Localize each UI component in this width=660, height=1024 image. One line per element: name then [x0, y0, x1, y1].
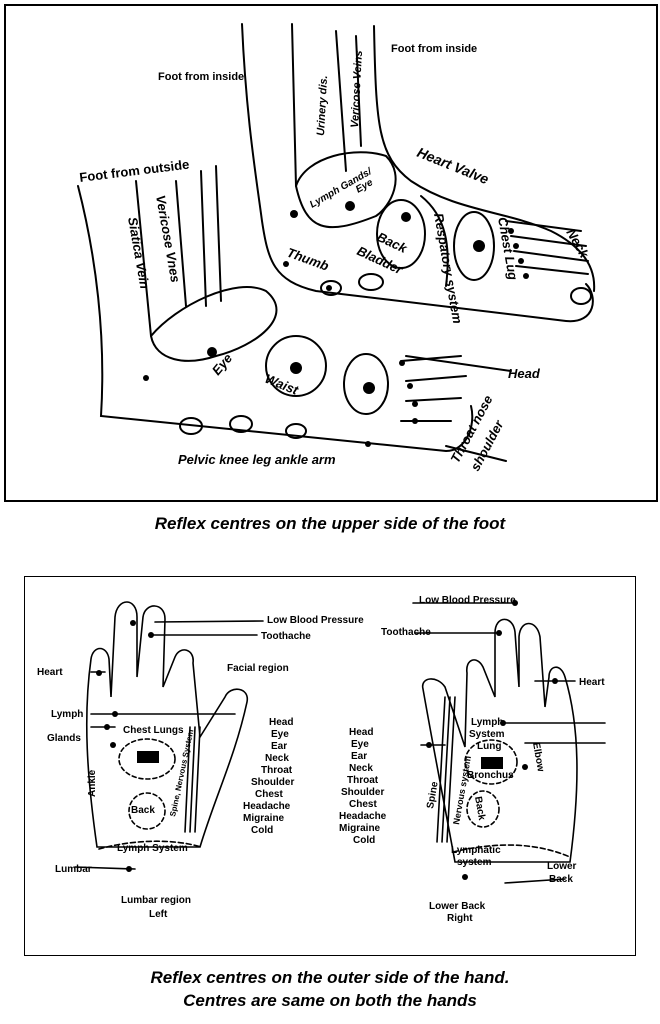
waist-zone — [265, 335, 327, 397]
label-lung: Lung — [477, 741, 501, 752]
centre-left-5: Shoulder — [251, 777, 294, 788]
lower-toes — [400, 355, 467, 422]
label-right-lymph: Lymph — [471, 717, 503, 728]
label-left-toothache: Toothache — [261, 631, 311, 642]
hand-caption-line1: Reflex centres on the outer side of the … — [150, 968, 510, 987]
label-elbow: Elbow — [530, 742, 546, 773]
label-pelvic: Pelvic knee leg ankle arm — [178, 452, 336, 467]
hand-diagram-panel: Low Blood Pressure Toothache Facial regi… — [24, 576, 636, 956]
label-left-lymph: Lymph — [51, 709, 83, 720]
centre-right-9: Cold — [353, 835, 375, 846]
centre-left-9: Cold — [251, 825, 273, 836]
centre-right-2: Ear — [351, 751, 367, 762]
label-foot-from-inside-1: Foot from inside — [391, 43, 477, 55]
label-right-toothache: Toothache — [381, 627, 431, 638]
heel-shape-upper — [295, 151, 397, 229]
hand-reflex-points — [96, 600, 558, 880]
label-left-side: Left — [149, 909, 168, 920]
label-chest-lungs: Chest Lungs — [123, 725, 184, 736]
label-heart-valve: Heart Valve — [415, 144, 491, 187]
left-spine-lines — [184, 726, 201, 833]
label-lymphatic-1: Lymphatic — [451, 845, 501, 856]
heel-shape-lower — [150, 286, 278, 362]
label-lymphatic-2: system — [457, 857, 492, 868]
label-vericose-veins-upper: Vericose Veins — [349, 50, 365, 128]
centre-left-0: Head — [269, 717, 293, 728]
label-right-heart: Heart — [579, 677, 605, 688]
label-siatica-vein: Siatica Vein — [125, 216, 152, 290]
label-head: Head — [508, 366, 541, 381]
label-bronchus: Bronchus — [467, 770, 514, 781]
lower-foot-outline — [77, 185, 474, 453]
lower-foot-lines — [135, 165, 222, 337]
label-lower-1: Lower — [547, 861, 577, 872]
label-glands: Glands — [47, 733, 81, 744]
label-lymph-system: Lymph System — [117, 843, 188, 854]
centre-right-8: Migraine — [339, 823, 381, 834]
chest-zone — [453, 211, 495, 281]
label-foot-from-inside-2: Foot from inside — [158, 71, 244, 83]
centre-left-2: Ear — [271, 741, 287, 752]
label-foot-from-outside: Foot from outside — [79, 157, 191, 185]
label-lower-back-right: Lower Back — [429, 901, 486, 912]
centre-left-4: Throat — [261, 765, 293, 776]
label-respiratory-system: Respatory system — [431, 212, 465, 325]
upper-toes — [505, 220, 589, 275]
centre-right-1: Eye — [351, 739, 369, 750]
left-hand-outline — [85, 601, 248, 848]
label-thumb: Thumb — [285, 245, 331, 274]
label-right-system: System — [469, 729, 505, 740]
centre-right-0: Head — [349, 727, 373, 738]
centre-right-3: Neck — [349, 763, 373, 774]
label-right-low-blood-pressure: Low Blood Pressure — [419, 595, 516, 606]
centre-right-6: Chest — [349, 799, 377, 810]
foot-caption: Reflex centres on the upper side of the … — [154, 514, 506, 533]
label-left-back: Back — [131, 805, 155, 816]
lower-ball-zone — [343, 353, 389, 415]
centre-left-3: Neck — [265, 753, 289, 764]
foot-reflex-points — [143, 201, 529, 447]
hand-diagram: Low Blood Pressure Toothache Facial regi… — [37, 595, 606, 924]
label-left-heart: Heart — [37, 667, 63, 678]
centre-right-4: Throat — [347, 775, 379, 786]
upper-foot-outline — [241, 23, 594, 323]
back-zone — [376, 199, 426, 269]
centre-right-5: Shoulder — [341, 787, 384, 798]
centre-left-8: Migraine — [243, 813, 285, 824]
upper-foot-lines — [291, 23, 596, 292]
label-left-low-blood-pressure: Low Blood Pressure — [267, 615, 364, 626]
label-lumbar: Lumbar — [55, 864, 92, 875]
foot-diagram: Foot from inside Foot from inside Foot f… — [77, 23, 596, 473]
label-right-spine: Spine — [425, 780, 441, 809]
centre-left-1: Eye — [271, 729, 289, 740]
centre-left-6: Chest — [255, 789, 283, 800]
centre-right-7: Headache — [339, 811, 387, 822]
hand-caption-line2: Centres are same on both the hands — [183, 991, 477, 1010]
label-nervous-system: Nervous system — [451, 755, 473, 825]
label-lower-2: Back — [549, 874, 573, 885]
label-lumbar-region: Lumbar region — [121, 895, 191, 906]
label-ankle: Ankle — [87, 769, 98, 797]
right-spine-lines — [436, 696, 456, 843]
right-hand-outline — [421, 618, 578, 863]
label-right-side: Right — [447, 913, 473, 924]
label-right-back: Back — [472, 796, 487, 822]
label-urinery-dis: Urinery dis. — [315, 75, 330, 136]
label-facial-region: Facial region — [227, 663, 289, 674]
centre-left-7: Headache — [243, 801, 291, 812]
foot-diagram-panel: Foot from inside Foot from inside Foot f… — [4, 4, 658, 502]
label-waist: Waist — [263, 371, 301, 398]
